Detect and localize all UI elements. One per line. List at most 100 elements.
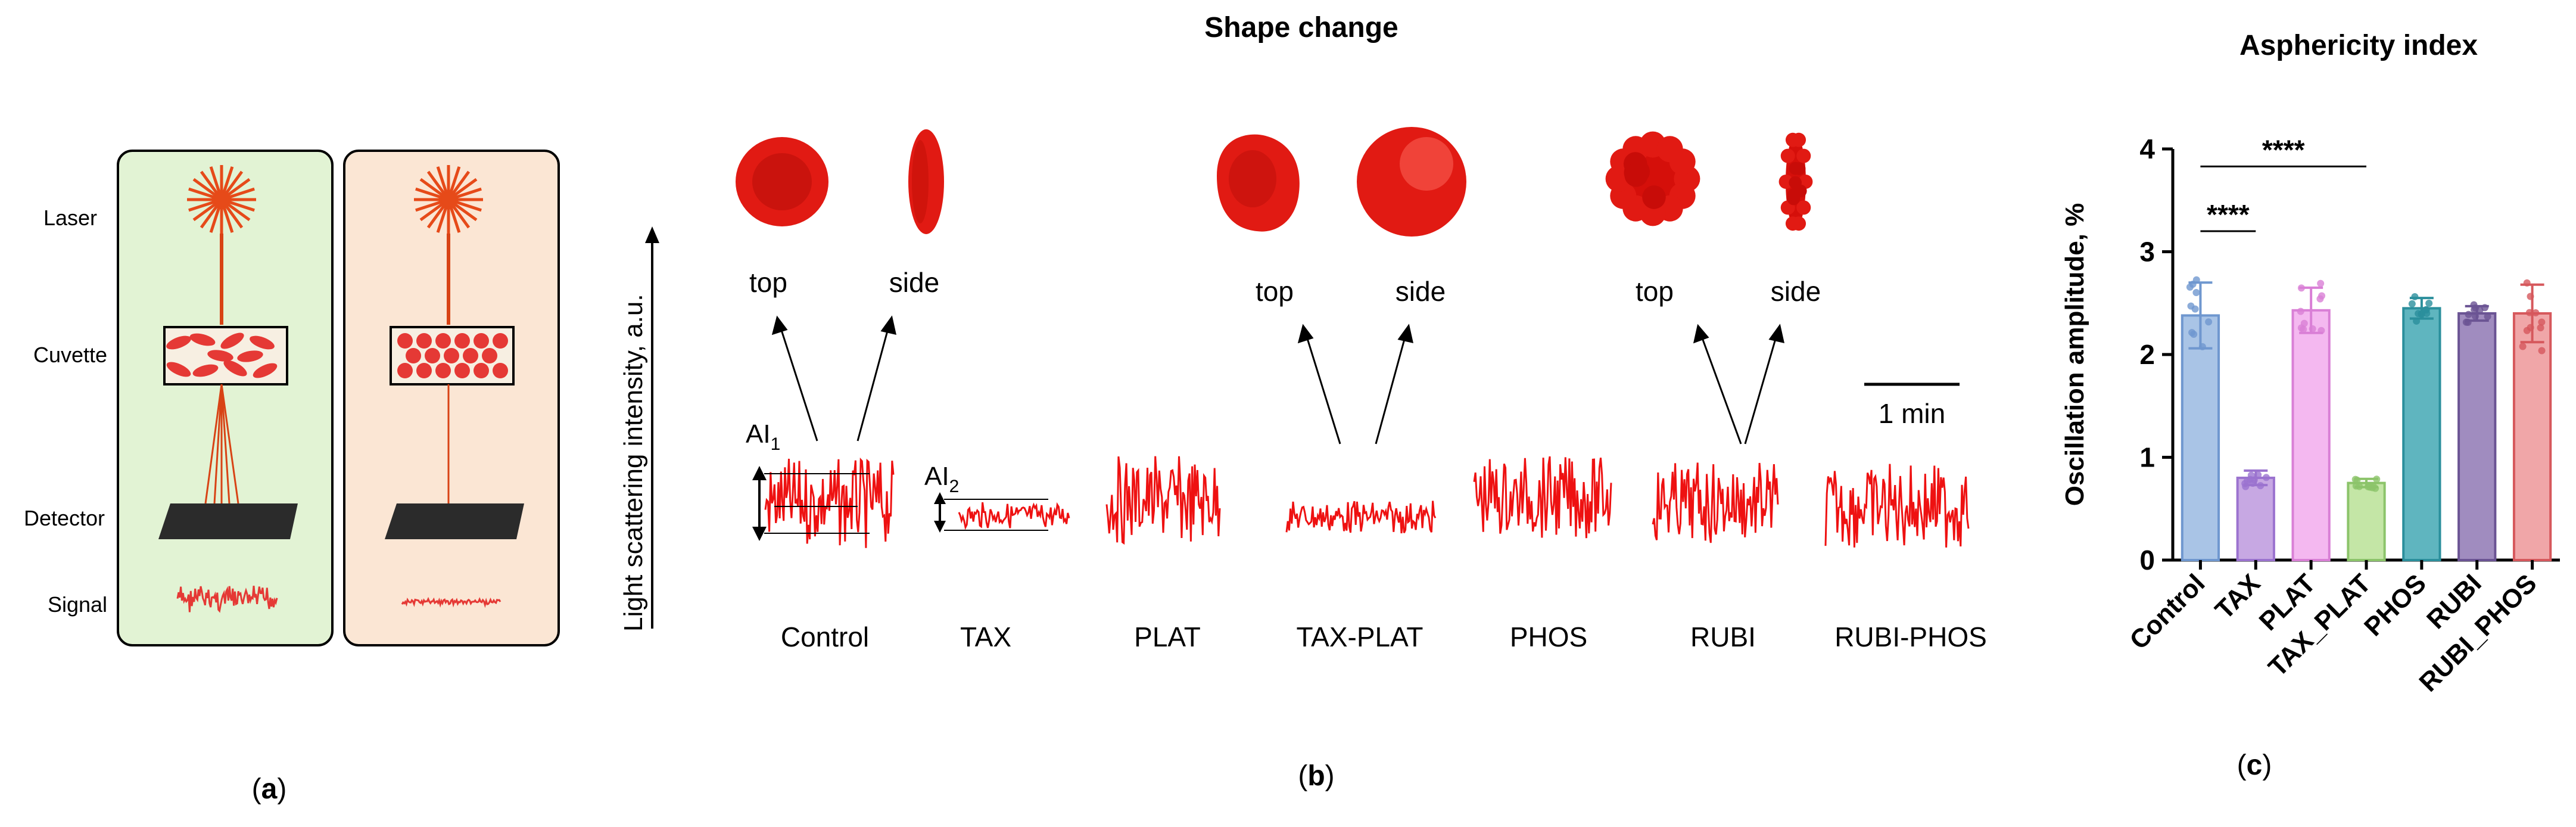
y-tick-label: 4 <box>2139 133 2155 164</box>
caption-c: (c) <box>2237 750 2272 781</box>
group-label: RUBI-PHOS <box>1834 621 1987 652</box>
group-label: PLAT <box>1134 621 1201 652</box>
label-top: top <box>1256 276 1294 307</box>
data-point <box>2425 299 2433 307</box>
group-label: RUBI <box>1690 621 1756 652</box>
laser-label: Laser <box>43 206 97 230</box>
data-point <box>2523 327 2531 334</box>
data-point <box>2297 307 2304 315</box>
caption-b: (b) <box>1298 760 1334 792</box>
data-point <box>2262 474 2270 481</box>
significance-stars: **** <box>2262 134 2305 165</box>
elongated-cells-icon <box>166 332 278 378</box>
trace <box>1105 456 1221 545</box>
cell-highlight <box>1400 137 1453 191</box>
data-point <box>2300 319 2308 327</box>
amplitude-arrows <box>752 466 1048 541</box>
laser-icon <box>187 165 256 234</box>
y-tick-label: 2 <box>2139 339 2155 370</box>
group-label: TAX <box>960 621 1011 652</box>
y-tick-label: 0 <box>2139 545 2155 576</box>
bar <box>2291 309 2331 561</box>
y-tick-label: 3 <box>2139 237 2155 268</box>
ai2-label: AI2 <box>924 462 959 496</box>
scale-bar-label: 1 min <box>1879 398 1945 429</box>
bar-chart: 01234ControlTAXPLATTAX_PLATPHOSRUBIRUBI_… <box>2124 133 2560 698</box>
data-point <box>2422 306 2430 314</box>
label-top: top <box>749 267 787 298</box>
ai1-label: AI1 <box>746 419 780 454</box>
chart-ylabel: Oscillation amplitude, % <box>2060 203 2089 506</box>
scatter-rays <box>204 384 239 504</box>
cell-side-shade <box>912 140 929 223</box>
x-tick-label: Control <box>2124 568 2210 655</box>
trace <box>764 457 895 548</box>
echinocyte-top-view <box>1605 131 1700 226</box>
data-point <box>2192 289 2200 297</box>
data-point <box>2316 295 2324 303</box>
echinocyte-side-view <box>1778 132 1813 231</box>
trace <box>1824 464 1970 548</box>
panel-a: Laser Cuvette Detector Signal (a) <box>24 150 560 805</box>
cell-shade <box>1229 150 1276 207</box>
data-point <box>2538 347 2546 355</box>
orange-panel <box>343 150 560 646</box>
bar <box>2236 477 2275 561</box>
green-panel <box>117 150 334 646</box>
cell-dimple <box>752 153 812 210</box>
label-top: top <box>1636 276 1674 307</box>
data-point <box>2300 325 2307 333</box>
data-point <box>2484 313 2491 321</box>
trace <box>958 502 1070 530</box>
data-point <box>2317 279 2325 287</box>
panel-b: Shape change Light scattering intensity,… <box>619 12 1987 792</box>
scattering-traces <box>764 456 1970 548</box>
data-point <box>2537 324 2544 332</box>
trace <box>1285 500 1437 534</box>
detector-icon <box>385 503 524 539</box>
data-point <box>2244 477 2251 484</box>
round-cells-icon <box>397 333 508 378</box>
data-point <box>2247 471 2255 479</box>
cell-top-view <box>1217 134 1300 232</box>
data-point <box>2190 331 2198 338</box>
panel-b-ylabel: Light scattering intensity, a.u. <box>619 294 648 632</box>
arrow-head <box>645 226 659 243</box>
group-label: Control <box>781 621 869 652</box>
bar <box>2347 481 2386 561</box>
signal-label: Signal <box>48 592 107 617</box>
bar <box>2402 307 2441 561</box>
label-side: side <box>889 267 939 298</box>
detector-icon <box>158 503 298 539</box>
label-side: side <box>1771 276 1821 307</box>
panel-c: Asphericity index Oscillation amplitude,… <box>2060 30 2560 781</box>
detector-label: Detector <box>24 506 105 530</box>
panel-b-title: Shape change <box>1204 12 1398 43</box>
x-tick-label: PHOS <box>2359 568 2432 642</box>
data-point <box>2538 318 2546 326</box>
data-point <box>2465 310 2472 318</box>
laser-icon <box>414 165 483 234</box>
significance-stars: **** <box>2207 199 2250 230</box>
trace <box>1652 462 1779 543</box>
trace <box>1473 456 1612 539</box>
chart-title: Asphericity index <box>2239 30 2478 61</box>
data-point <box>2191 305 2199 313</box>
data-point <box>2408 300 2416 307</box>
bar <box>2457 312 2497 561</box>
bar <box>2181 314 2220 561</box>
data-point <box>2532 309 2540 317</box>
y-tick-label: 1 <box>2139 442 2155 473</box>
signal-trace <box>401 596 502 608</box>
data-point <box>2519 343 2527 350</box>
pointer-arrows <box>771 315 1784 444</box>
group-label: TAX-PLAT <box>1297 621 1424 652</box>
data-point <box>2372 484 2379 492</box>
group-label: PHOS <box>1510 621 1587 652</box>
caption-a: (a) <box>252 773 287 805</box>
data-point <box>2205 318 2213 326</box>
signal-trace <box>176 586 278 613</box>
data-point <box>2411 293 2419 300</box>
label-side: side <box>1396 276 1446 307</box>
